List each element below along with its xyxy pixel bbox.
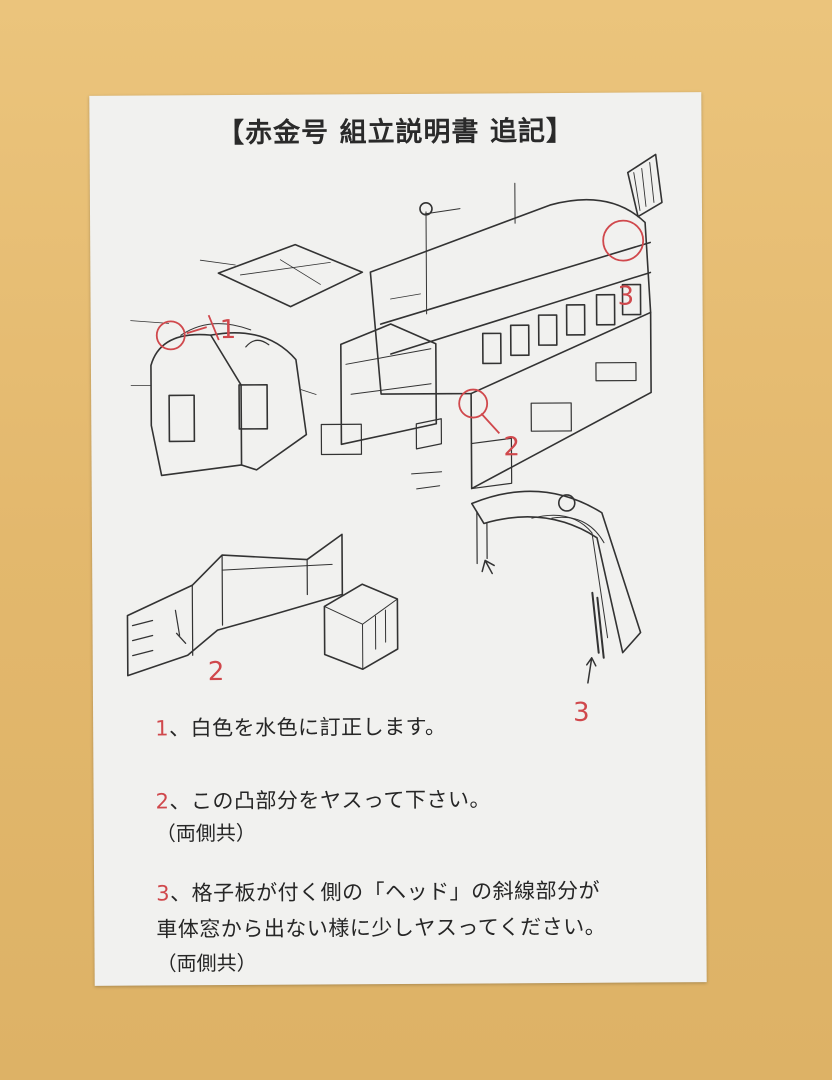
detail-3-drawing [470,490,642,654]
head-part-left [150,333,243,477]
note-1-number: 1 [155,716,170,741]
note-3-text: 、格子板が付く側の「ヘッド」の斜線部分が [169,878,601,906]
detail-2-drawing [126,533,344,677]
note-2-sub: （両側共） [155,820,256,846]
assembly-diagram: 1 3 2 2 3 [126,153,663,728]
note-2-number: 2 [155,789,170,814]
note-2: 2、この凸部分をヤスって下さい。 [156,783,492,815]
instruction-sheet: 【赤金号 組立説明書 追記】 [89,92,707,986]
callout-circle-1 [155,320,186,351]
callout-circle-2 [458,388,489,419]
car-body-roof [369,198,652,395]
note-3-sub: （両側共） [156,950,257,976]
callout-1-label: 1 [220,315,237,345]
callout-circle-3 [602,219,645,262]
detail-3-label: 3 [573,698,590,728]
note-1-text: 、白色を水色に訂正します。 [168,714,447,741]
note-3-line2: 車体窓から出ない様に少しヤスってください。 [156,914,607,942]
detail-2-label: 2 [208,657,225,687]
callout-3-label: 3 [617,282,634,312]
note-3: 3、格子板が付く側の「ヘッド」の斜線部分が [156,875,600,908]
note-2-text: 、この凸部分をヤスって下さい。 [169,787,491,814]
note-3-number: 3 [156,881,171,906]
note-1: 1、白色を水色に訂正します。 [155,711,446,743]
callout-2-label: 2 [503,432,520,462]
roof-panel-part [217,243,364,308]
